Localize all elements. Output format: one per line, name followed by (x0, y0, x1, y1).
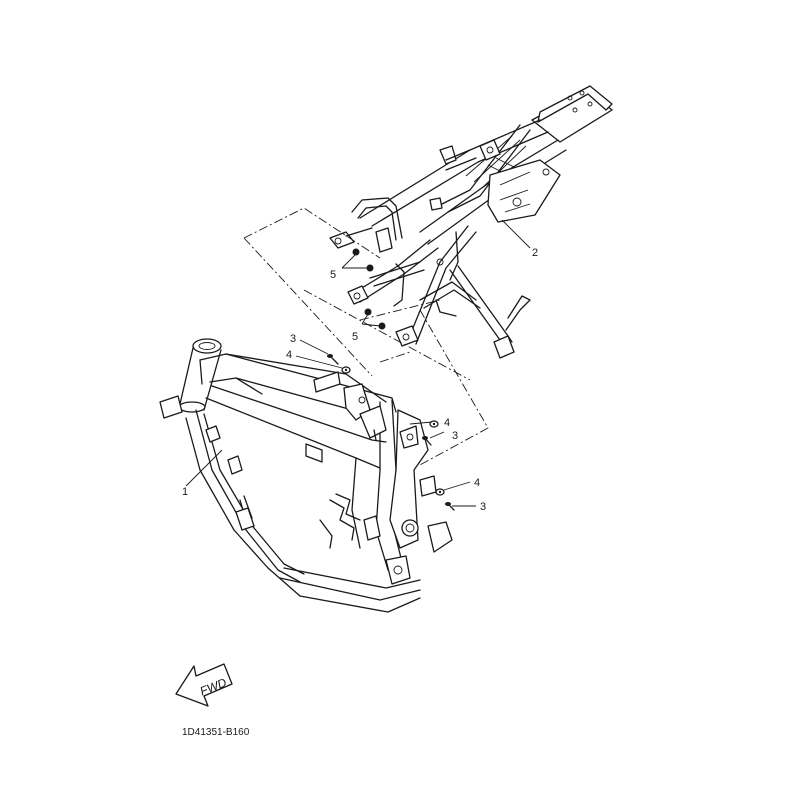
washer-b (429, 420, 439, 428)
nut-upper (352, 248, 374, 272)
callout-washer-c: 4 (474, 477, 480, 489)
leader-lines (185, 219, 531, 507)
callout-bolt-b: 3 (452, 430, 458, 442)
callout-rear-frame: 2 (532, 247, 538, 259)
callout-bolt-a: 3 (290, 333, 296, 345)
main-frame (159, 338, 453, 613)
callout-nut-upper: 5 (330, 269, 336, 281)
callout-bolt-c: 3 (480, 501, 486, 513)
callout-frame: 1 (182, 486, 188, 498)
callout-nut-lower: 5 (352, 331, 358, 343)
fwd-direction-arrow: FWD (175, 663, 233, 707)
bolt-c (445, 502, 455, 511)
callout-labels: 1 2 3 4 4 3 4 3 5 5 (182, 247, 538, 513)
hardware (327, 248, 455, 511)
alignment-guides (243, 207, 489, 467)
nut-lower (364, 308, 386, 330)
bolt-b (422, 436, 432, 446)
diagram-code: 1D41351-B160 (182, 727, 250, 738)
washer-c (435, 488, 445, 496)
bolt-a (327, 354, 339, 365)
rear-frame (329, 85, 613, 359)
callout-washer-a: 4 (286, 349, 292, 361)
callout-washer-b: 4 (444, 417, 450, 429)
washer-a (341, 366, 351, 374)
